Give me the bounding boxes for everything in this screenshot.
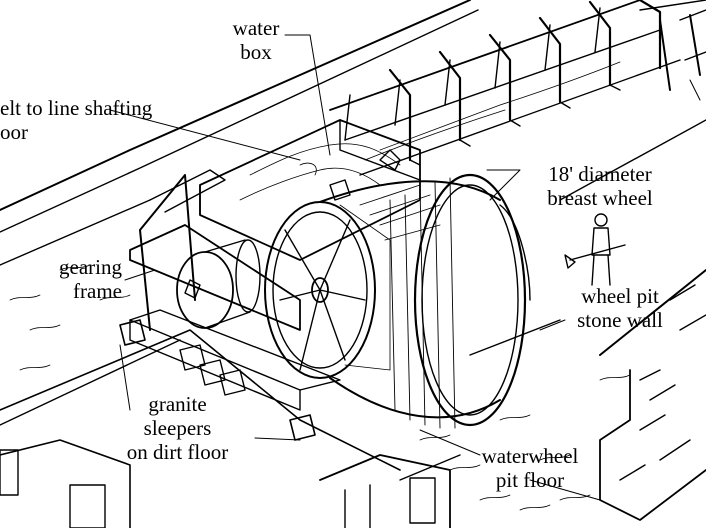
label-wheel-pit-line1: wheel pit: [581, 284, 659, 308]
stone-walls: [469, 269, 706, 521]
label-water-box: water box: [226, 16, 286, 64]
label-pit-floor-line2: pit floor: [495, 468, 565, 492]
label-breast-wheel: 18' diameter breast wheel: [535, 162, 665, 210]
label-breast-wheel-line2: breast wheel: [547, 186, 653, 210]
man-figure: [564, 213, 626, 286]
building-outline: [0, 0, 706, 471]
water-ripples: [9, 264, 631, 511]
label-belt-line-shafting: elt to line shafting oor: [0, 96, 152, 144]
leader-lines: [109, 34, 701, 501]
breast-wheel: [264, 173, 531, 429]
label-pit-floor-line1: waterwheel: [481, 444, 579, 468]
gear-drum: [176, 239, 261, 329]
label-belt-line1: elt to line shafting: [0, 96, 153, 120]
label-gearing-frame: gearing frame: [40, 255, 122, 303]
gearing-frame: [119, 169, 341, 441]
label-gearing-frame-line1: gearing: [59, 255, 122, 279]
label-granite-sleepers: granite sleepers on dirt floor: [100, 392, 255, 464]
flume-trestle: [329, 0, 706, 176]
label-granite-line3: on dirt floor: [126, 440, 229, 464]
label-granite-line1: granite: [148, 392, 207, 416]
water-box: [199, 119, 421, 261]
label-belt-line2: oor: [0, 120, 28, 144]
label-wheel-pit-line2: stone wall: [577, 308, 663, 332]
label-water-box-line2: box: [240, 40, 272, 64]
lower-building: [0, 439, 461, 528]
label-water-box-line1: water: [232, 16, 280, 40]
label-waterwheel-pit-floor: waterwheel pit floor: [470, 444, 590, 492]
label-breast-wheel-line1: 18' diameter: [548, 162, 652, 186]
label-granite-line2: sleepers: [143, 416, 212, 440]
label-wheel-pit-stone-wall: wheel pit stone wall: [565, 284, 675, 332]
label-gearing-frame-line2: frame: [73, 279, 122, 303]
